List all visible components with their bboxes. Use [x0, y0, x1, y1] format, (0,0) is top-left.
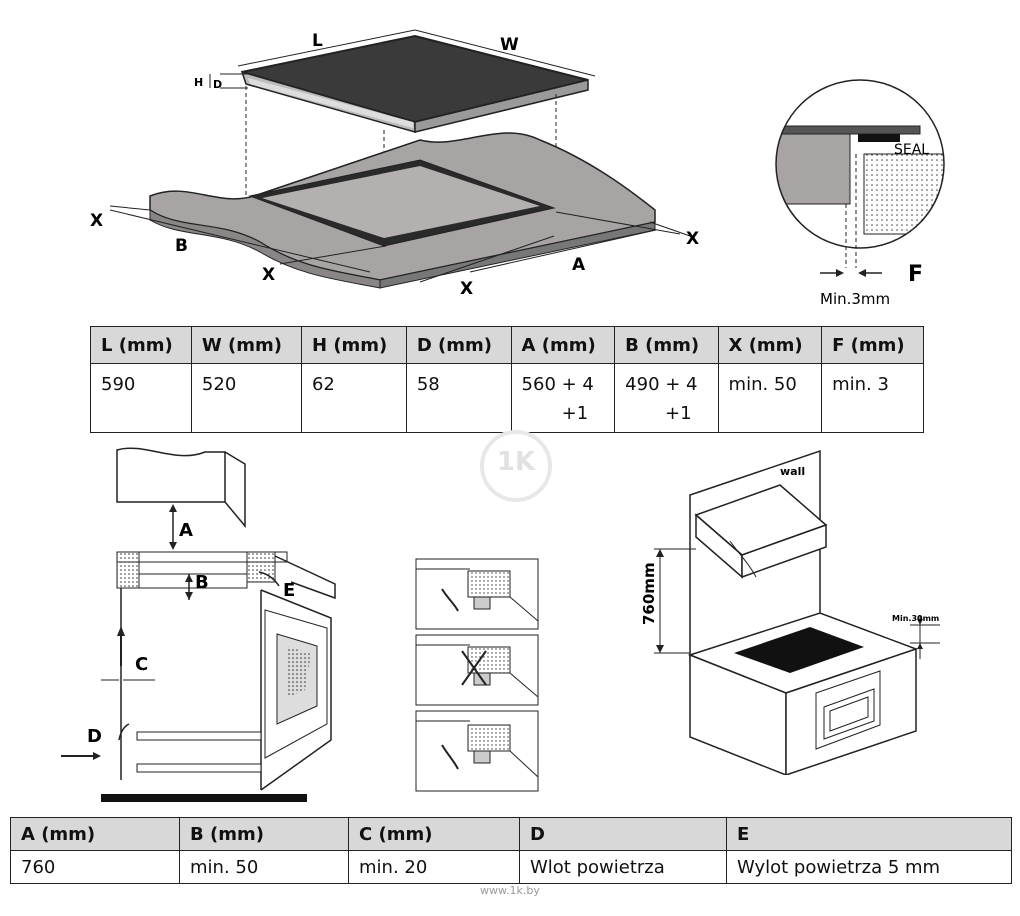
col-header-L: L (mm) — [90, 326, 192, 364]
min3mm-label: Min.3mm — [820, 290, 890, 308]
cell-C: min. 20 — [348, 850, 520, 884]
wall-label: wall — [780, 465, 805, 478]
label-C: C — [135, 654, 148, 675]
col-header-B: B (mm) — [614, 326, 719, 364]
cell-A: 760 — [10, 850, 180, 884]
label-B: B — [195, 572, 209, 593]
hob-installation-diagram: L W H D X B X X A X — [90, 29, 699, 299]
col-header-D: D (mm) — [405, 326, 512, 364]
min30mm-label: Min.30mm — [892, 614, 939, 623]
col-header-E: E — [726, 817, 1012, 851]
label-A: A — [572, 255, 586, 275]
cell-B: min. 50 — [179, 850, 349, 884]
label-E: E — [283, 580, 295, 601]
ventilation-table: A (mm) B (mm) C (mm) D E 760 min. 50 min… — [10, 817, 1012, 884]
cell-D: Wlot powietrza — [519, 850, 727, 884]
cell-A: 560 + 4+1 — [510, 363, 616, 433]
cell-L: 590 — [90, 363, 192, 433]
label-W: W — [500, 35, 519, 55]
table-row: 760 min. 50 min. 20 Wlot powietrza Wylot… — [10, 850, 1012, 884]
cell-F: min. 3 — [821, 363, 924, 433]
hood-clearance-diagram: wall 760mm Min.30mm — [640, 449, 940, 775]
label-X-left: X — [90, 211, 103, 231]
watermark-logo: 1K — [480, 430, 552, 502]
label-D: D — [87, 726, 102, 747]
label-X-right: X — [686, 229, 699, 249]
col-header-A: A (mm) — [10, 817, 180, 851]
label-B: B — [175, 236, 188, 256]
col-header-A: A (mm) — [510, 326, 616, 364]
cell-E: Wylot powietrza 5 mm — [726, 850, 1012, 884]
seal-label: SEAL — [894, 142, 929, 158]
label-X-bottom: X — [460, 279, 473, 299]
label-F: F — [908, 262, 923, 287]
col-header-F: F (mm) — [821, 326, 924, 364]
label-X-bottom-left: X — [262, 265, 275, 285]
col-header-C: C (mm) — [348, 817, 520, 851]
seal-detail-diagram: SEAL F Min.3mm — [775, 79, 945, 308]
ventilation-detail-panels — [415, 558, 539, 792]
cabinet-ventilation-diagram: A B E C D — [61, 447, 336, 802]
cell-W: 520 — [190, 363, 302, 433]
col-header-W: W (mm) — [190, 326, 302, 364]
label-A: A — [179, 520, 193, 541]
height-760-label: 760mm — [640, 562, 658, 625]
table-row: 590 520 62 58 560 + 4+1 490 + 4+1 min. 5… — [90, 363, 924, 433]
col-header-X: X (mm) — [717, 326, 823, 364]
label-L: L — [312, 31, 323, 51]
label-H: H — [194, 76, 203, 89]
dimensions-table: L (mm) W (mm) H (mm) D (mm) A (mm) B (mm… — [90, 326, 924, 433]
col-header-B: B (mm) — [179, 817, 349, 851]
cell-H: 62 — [300, 363, 407, 433]
cell-D: 58 — [405, 363, 512, 433]
col-header-H: H (mm) — [300, 326, 407, 364]
col-header-D: D — [519, 817, 727, 851]
cell-X: min. 50 — [717, 363, 823, 433]
label-D: D — [213, 78, 222, 91]
watermark-text: www.1k.by — [480, 884, 540, 897]
cell-B: 490 + 4+1 — [614, 363, 719, 433]
